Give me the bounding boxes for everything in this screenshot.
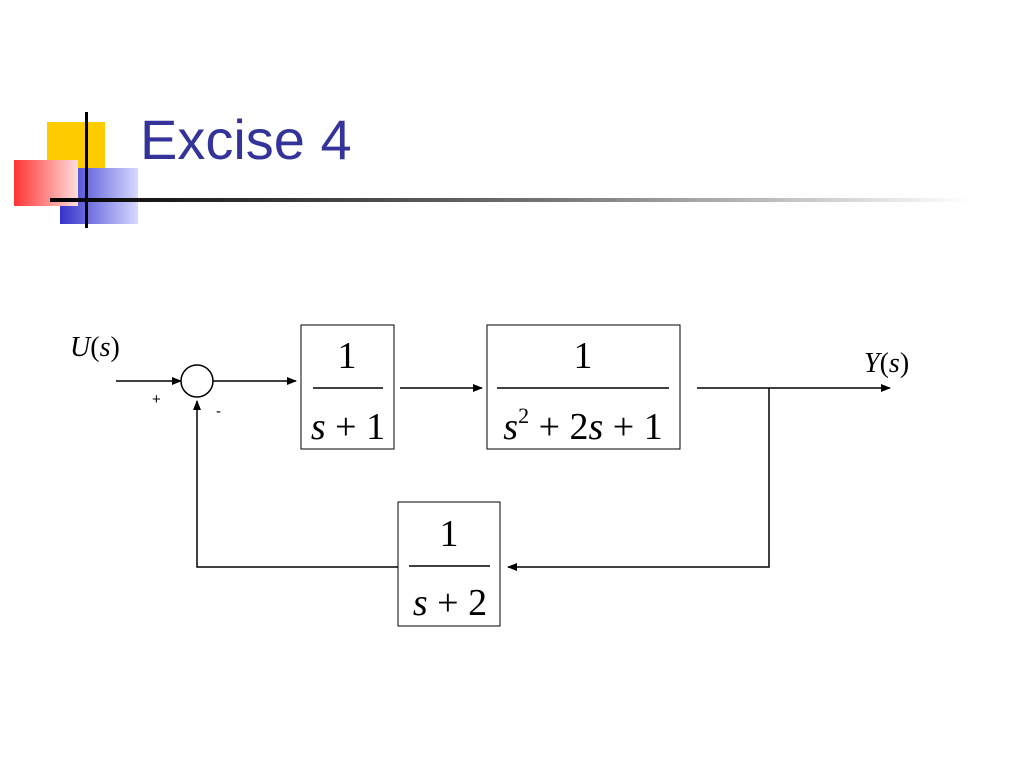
minus-sign: -	[216, 403, 221, 420]
feedback-block: 1 s + 2	[397, 501, 501, 627]
input-label: U(s)	[70, 332, 120, 363]
block2-numerator: 1	[574, 335, 593, 377]
feedback-line-left	[193, 400, 398, 568]
block2-denominator: s2 + 2s + 1	[503, 403, 662, 448]
summing-junction	[180, 364, 214, 398]
feedback-numerator: 1	[440, 513, 459, 555]
emblem-vertical-line	[85, 112, 88, 228]
plus-sign: +	[152, 391, 161, 408]
feedback-line-right	[507, 388, 770, 571]
title-rule	[50, 198, 970, 202]
feedback-denominator: s + 2	[413, 582, 487, 624]
output-label: Y(s)	[864, 348, 909, 379]
block1-numerator: 1	[338, 335, 357, 377]
block-2: 1 s2 + 2s + 1	[486, 324, 681, 450]
block-1: 1 s + 1	[300, 324, 395, 450]
block1-denominator: s + 1	[311, 406, 385, 448]
slide-title: Excise 4	[140, 108, 352, 171]
